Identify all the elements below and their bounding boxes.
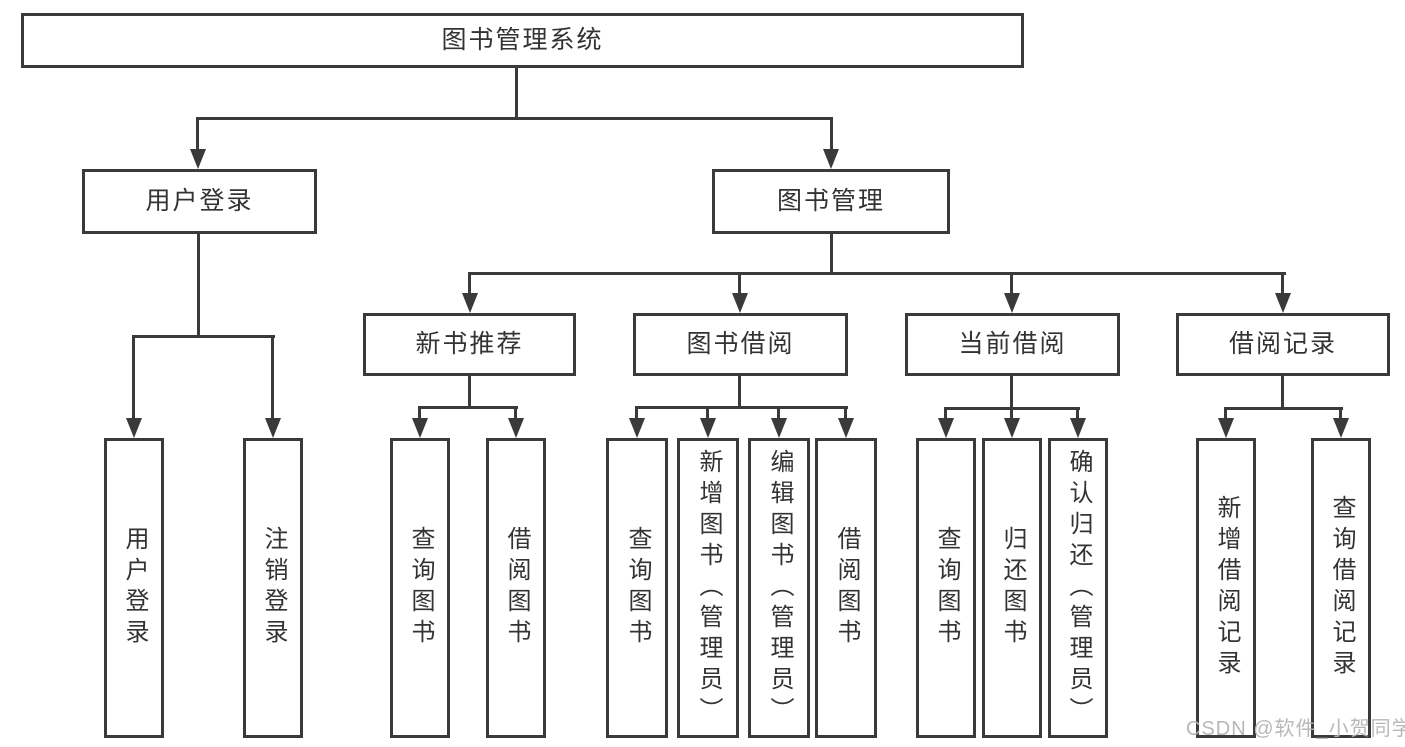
arrowhead-down-icon (1275, 293, 1291, 313)
leaf-records-query-record-label: 查询借阅记录 (1328, 495, 1355, 681)
leaf-current-confirm-return-admin: 确认归还（管理员） (1048, 438, 1108, 738)
leaf-newbook-borrow-book-label: 借阅图书 (503, 526, 530, 650)
leaf-user-login-label: 用户登录 (121, 526, 148, 650)
leaf-borrow-borrow-book-label: 借阅图书 (833, 526, 860, 650)
connector-drop-line (706, 406, 709, 418)
node-new-book-recommend-label: 新书推荐 (415, 330, 524, 358)
arrowhead-down-icon (732, 293, 748, 313)
leaf-current-return-book: 归还图书 (982, 438, 1042, 738)
node-new-book-recommend: 新书推荐 (363, 313, 576, 376)
leaf-newbook-borrow-book: 借阅图书 (486, 438, 546, 738)
leaf-current-return-book-label: 归还图书 (999, 526, 1026, 650)
leaf-current-confirm-return-admin-label: 确认归还（管理员） (1065, 448, 1092, 728)
connector-drop-line (1281, 272, 1284, 293)
arrowhead-down-icon (265, 418, 281, 438)
leaf-borrow-add-book-admin: 新增图书（管理员） (677, 438, 739, 738)
leaf-current-query-book: 查询图书 (916, 438, 976, 738)
arrowhead-down-icon (1333, 418, 1349, 438)
connector-drop-line (418, 406, 421, 418)
connector-drop-line (738, 272, 741, 293)
node-current-borrow: 当前借阅 (905, 313, 1120, 376)
arrowhead-down-icon (629, 418, 645, 438)
csdn-watermark: CSDN @软件_小贺同学 (1186, 718, 1405, 740)
arrowhead-down-icon (823, 149, 839, 169)
connector-drop-line (944, 407, 947, 418)
leaf-logout-label: 注销登录 (260, 526, 287, 650)
connector-stem-line (468, 376, 471, 407)
node-book-borrow-label: 图书借阅 (686, 330, 795, 358)
connector-drop-line (1076, 407, 1079, 418)
node-current-borrow-label: 当前借阅 (958, 330, 1067, 358)
connector-drop-line (271, 335, 274, 418)
leaf-borrow-query-book-label: 查询图书 (624, 526, 651, 650)
arrowhead-down-icon (126, 418, 142, 438)
leaf-borrow-borrow-book: 借阅图书 (815, 438, 877, 738)
arrowhead-down-icon (508, 418, 524, 438)
connector-rail-line (197, 117, 833, 120)
leaf-current-query-book-label: 查询图书 (933, 526, 960, 650)
leaf-records-query-record: 查询借阅记录 (1311, 438, 1371, 738)
connector-stem-line (515, 68, 518, 118)
arrowhead-down-icon (771, 418, 787, 438)
leaf-borrow-edit-book-admin: 编辑图书（管理员） (748, 438, 810, 738)
node-root: 图书管理系统 (21, 13, 1024, 68)
arrowhead-down-icon (700, 418, 716, 438)
connector-drop-line (468, 272, 471, 293)
node-book-borrow: 图书借阅 (633, 313, 848, 376)
connector-drop-line (830, 117, 833, 150)
connector-drop-line (1010, 407, 1013, 418)
leaf-logout: 注销登录 (243, 438, 303, 738)
arrowhead-down-icon (190, 149, 206, 169)
connector-drop-line (514, 406, 517, 418)
leaf-borrow-query-book: 查询图书 (606, 438, 668, 738)
connector-rail-line (1224, 407, 1343, 410)
leaf-records-add-record: 新增借阅记录 (1196, 438, 1256, 738)
node-user-login: 用户登录 (82, 169, 317, 234)
connector-drop-line (1339, 407, 1342, 418)
arrowhead-down-icon (1004, 418, 1020, 438)
arrowhead-down-icon (462, 293, 478, 313)
connector-stem-line (1010, 376, 1013, 408)
node-book-management-label: 图书管理 (776, 187, 885, 215)
connector-rail-line (635, 406, 848, 409)
arrowhead-down-icon (1070, 418, 1086, 438)
connector-rail-line (418, 406, 518, 409)
connector-stem-line (197, 234, 200, 336)
connector-drop-line (132, 335, 135, 418)
connector-drop-line (196, 117, 199, 150)
connector-stem-line (1281, 376, 1284, 408)
connector-drop-line (1224, 407, 1227, 418)
node-book-management: 图书管理 (712, 169, 950, 234)
leaf-user-login: 用户登录 (104, 438, 164, 738)
arrowhead-down-icon (938, 418, 954, 438)
connector-stem-line (830, 234, 833, 273)
leaf-records-add-record-label: 新增借阅记录 (1213, 495, 1240, 681)
leaf-borrow-add-book-admin-label: 新增图书（管理员） (695, 448, 722, 728)
connector-drop-line (844, 406, 847, 418)
connector-drop-line (635, 406, 638, 418)
connector-drop-line (1010, 272, 1013, 293)
connector-rail-line (132, 335, 275, 338)
arrowhead-down-icon (838, 418, 854, 438)
leaf-newbook-query-book: 查询图书 (390, 438, 450, 738)
arrowhead-down-icon (412, 418, 428, 438)
connector-rail-line (468, 272, 1286, 275)
node-borrow-records: 借阅记录 (1176, 313, 1390, 376)
node-root-label: 图书管理系统 (441, 26, 604, 54)
leaf-borrow-edit-book-admin-label: 编辑图书（管理员） (766, 448, 793, 728)
node-borrow-records-label: 借阅记录 (1228, 330, 1337, 358)
arrowhead-down-icon (1004, 293, 1020, 313)
connector-stem-line (738, 376, 741, 407)
arrowhead-down-icon (1218, 418, 1234, 438)
leaf-newbook-query-book-label: 查询图书 (407, 526, 434, 650)
connector-drop-line (777, 406, 780, 418)
node-user-login-label: 用户登录 (145, 187, 254, 215)
